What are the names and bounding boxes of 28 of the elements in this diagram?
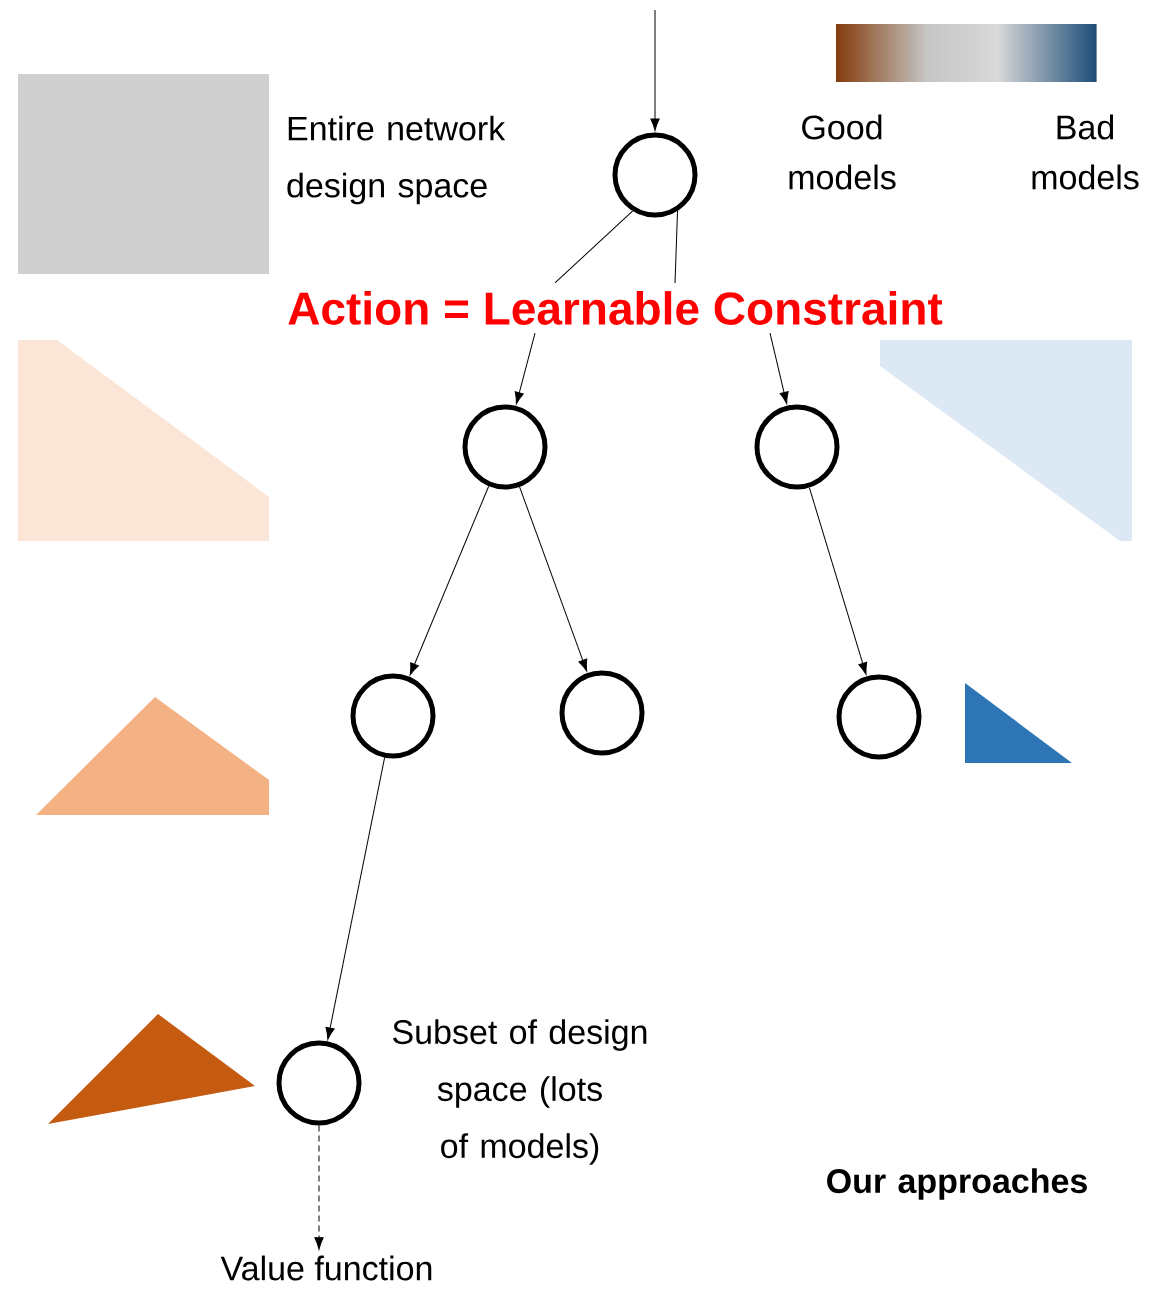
node-caption: Entire network design space	[287, 115, 506, 205]
note-text: Our approaches	[827, 1168, 1087, 1200]
arrow	[325, 757, 386, 1040]
square-shape	[18, 74, 269, 274]
scale-label: Bad models	[1032, 114, 1139, 190]
arrow	[314, 1125, 324, 1250]
circle-node	[350, 673, 436, 759]
arrow	[650, 9, 660, 131]
circle-node	[612, 132, 698, 218]
arrow	[769, 332, 789, 405]
heading-text: Action = Learnable Constraint	[288, 291, 943, 325]
node-caption: Subset of design space (lots of models)	[393, 1019, 647, 1165]
circle-node	[559, 670, 645, 756]
arrow	[409, 485, 490, 676]
arrow	[808, 487, 868, 675]
scale-label: Good models	[789, 114, 896, 190]
circle-node	[754, 404, 840, 490]
triangle-shape	[965, 683, 1072, 763]
polygon-shape	[36, 697, 269, 815]
polygon-shape	[18, 340, 269, 541]
circle-node	[836, 674, 922, 760]
triangle-shape	[48, 1014, 255, 1124]
arrow	[514, 332, 536, 405]
circle-node	[462, 404, 548, 490]
node-text: Value function	[220, 1255, 432, 1281]
polygon-shape	[880, 340, 1132, 541]
circle-node	[276, 1040, 362, 1126]
arrow	[519, 486, 588, 672]
